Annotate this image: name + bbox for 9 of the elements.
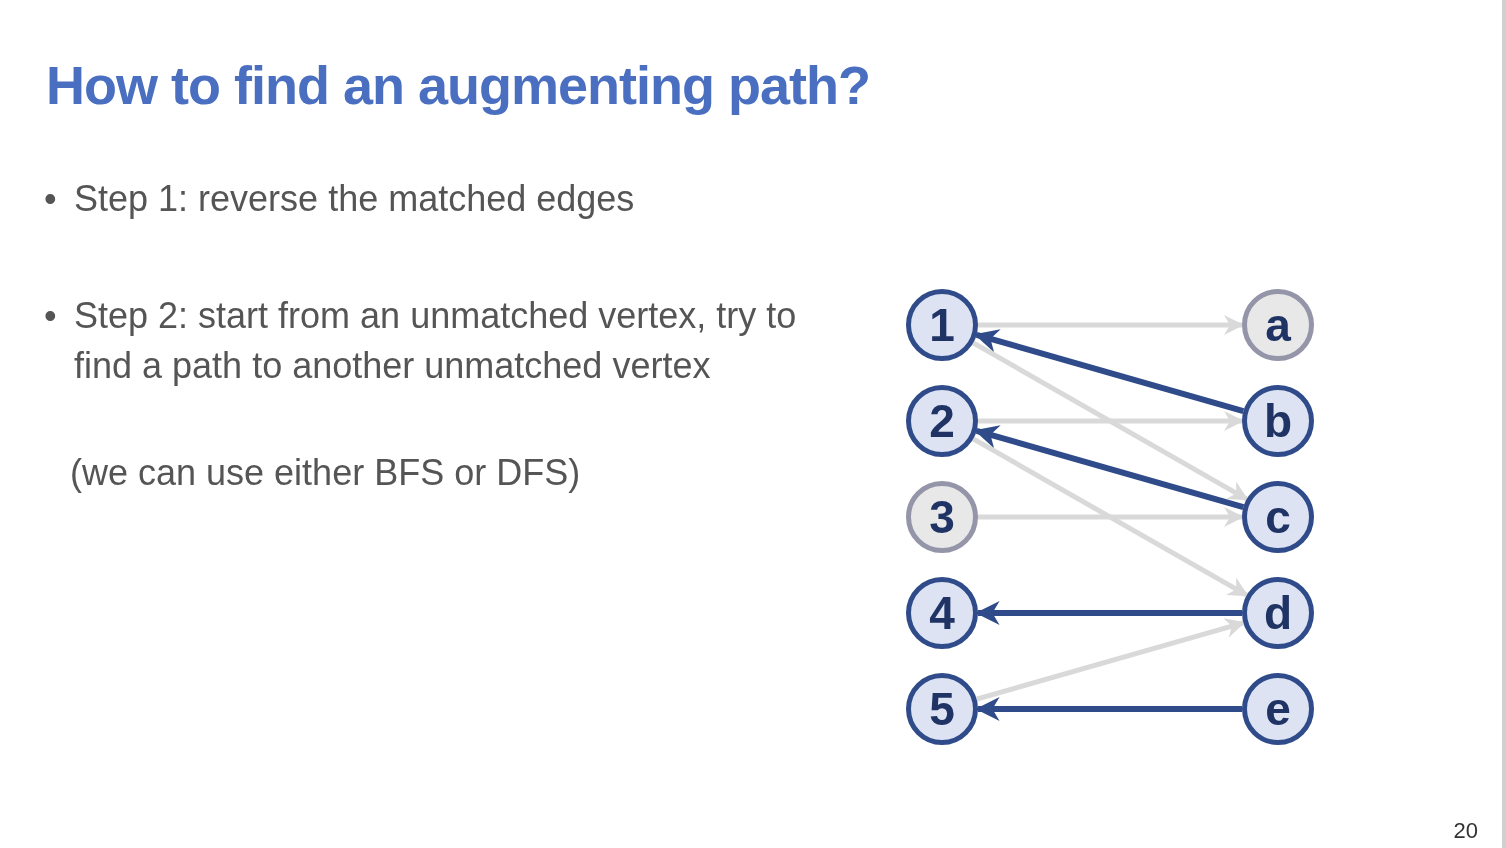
note-text: (we can use either BFS or DFS)	[70, 451, 581, 495]
bullet-text: Step 1: reverse the matched edges	[74, 177, 635, 221]
bullet-marker: •	[44, 294, 57, 338]
bullet-text: Step 2: start from an unmatched vertex, try to find a path to another unmatched vertex	[74, 294, 798, 388]
arrow	[978, 315, 1244, 335]
bullet-marker: •	[44, 177, 57, 221]
arrow	[978, 411, 1244, 431]
page-number: 20	[1453, 818, 1478, 844]
arrow	[978, 507, 1244, 527]
